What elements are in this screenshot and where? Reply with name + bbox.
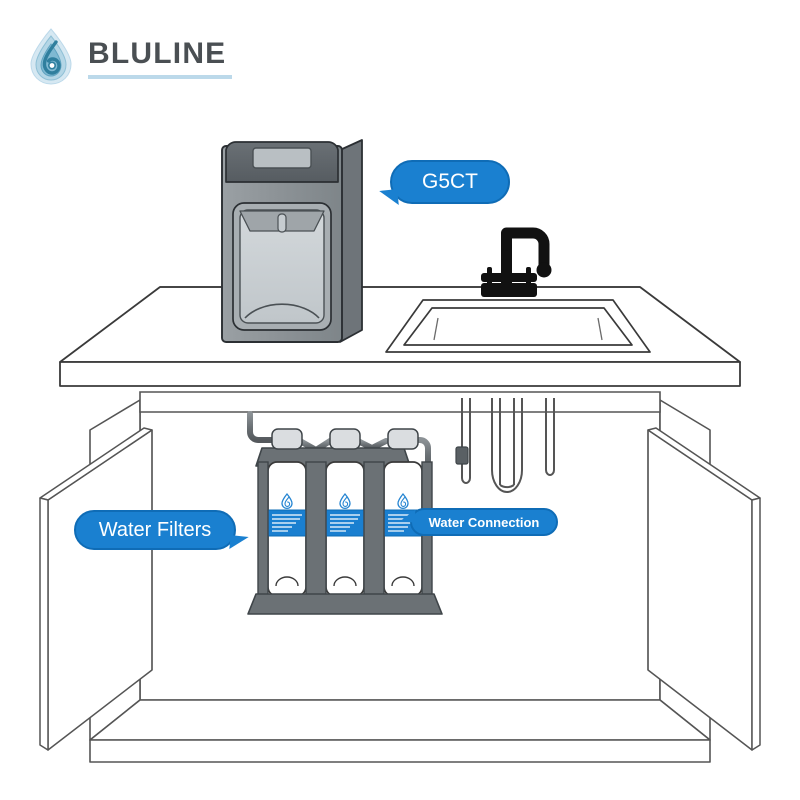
cabinet-top-rail <box>139 391 661 413</box>
cabinet-floor <box>89 699 711 741</box>
callout-water-connection[interactable]: Water Connection <box>399 508 558 536</box>
callout-g5ct-tail <box>379 189 399 207</box>
callout-water-filters-tail <box>229 535 249 551</box>
callout-water-filters-label: Water Filters <box>98 518 212 541</box>
tube-outlet-right <box>401 437 431 473</box>
filter-bracket-foot <box>247 593 443 615</box>
supply-riser-left-cap <box>461 477 471 484</box>
faucet-handle-bar <box>481 273 537 282</box>
water-drop-icon <box>30 28 72 85</box>
counter-front-edge <box>59 361 741 387</box>
dispenser-alcove-recess <box>239 209 325 324</box>
filter-heads <box>271 428 419 450</box>
dispenser-display-panel <box>252 147 312 169</box>
filter-bracket-post-left <box>257 461 269 599</box>
callout-water-connection-tail <box>399 508 416 523</box>
cabinet-door-right-outer-edge <box>751 497 761 751</box>
filter-head-1 <box>271 428 303 450</box>
filter-bracket-post-2 <box>363 461 385 599</box>
brand-header: BLULINE <box>28 28 232 86</box>
three-stage-filter-bank <box>247 428 443 615</box>
p-trap-bend-inner <box>499 484 515 489</box>
countertop-water-dispenser <box>221 139 363 343</box>
filter-label-lines-1 <box>272 514 302 532</box>
filter-label-lines-2 <box>330 514 360 532</box>
brand-text-block: BLULINE <box>88 35 232 79</box>
dispenser-side-panel <box>339 139 363 343</box>
supply-riser-right-cap <box>545 469 555 476</box>
sink-inner-rim <box>403 307 633 346</box>
brand-name: BLULINE <box>88 37 227 70</box>
filter-housing-1 <box>267 461 307 597</box>
sink-basin <box>385 299 651 353</box>
callout-water-connection-label: Water Connection <box>428 514 540 530</box>
dispenser-spout <box>277 213 287 233</box>
filter-sump-base-3 <box>391 576 415 587</box>
kitchen-faucet <box>481 227 552 297</box>
filter-head-3 <box>387 428 419 450</box>
filter-bracket-posts <box>257 461 433 599</box>
cabinet-toe-kick <box>89 739 711 763</box>
dispenser-drip-tray <box>244 303 320 319</box>
water-drop-icon <box>397 492 409 510</box>
filter-head-2 <box>329 428 361 450</box>
faucet-gooseneck <box>501 227 550 272</box>
supply-valve-fitting <box>455 446 469 465</box>
filter-sump-base-2 <box>333 576 357 587</box>
filter-housing-2 <box>325 461 365 597</box>
sink-left-corner-line <box>433 317 439 341</box>
water-drop-icon <box>339 492 351 510</box>
callout-water-filters[interactable]: Water Filters <box>74 510 249 551</box>
callout-g5ct-label: G5CT <box>421 170 478 193</box>
p-trap-bend-outer <box>491 469 523 493</box>
filter-sump-base-1 <box>275 576 299 587</box>
callout-g5ct[interactable]: G5CT <box>379 160 510 207</box>
tube-inlet-left <box>247 411 275 443</box>
cabinet-door-right[interactable] <box>647 427 761 751</box>
filter-bracket-post-1 <box>305 461 327 599</box>
water-drop-icon <box>281 492 293 510</box>
brand-underline <box>88 75 232 79</box>
faucet-aerator <box>536 262 552 278</box>
cabinet-door-left-outer-edge <box>39 497 49 751</box>
sink-right-corner-line <box>597 317 603 341</box>
faucet-column <box>501 240 512 290</box>
